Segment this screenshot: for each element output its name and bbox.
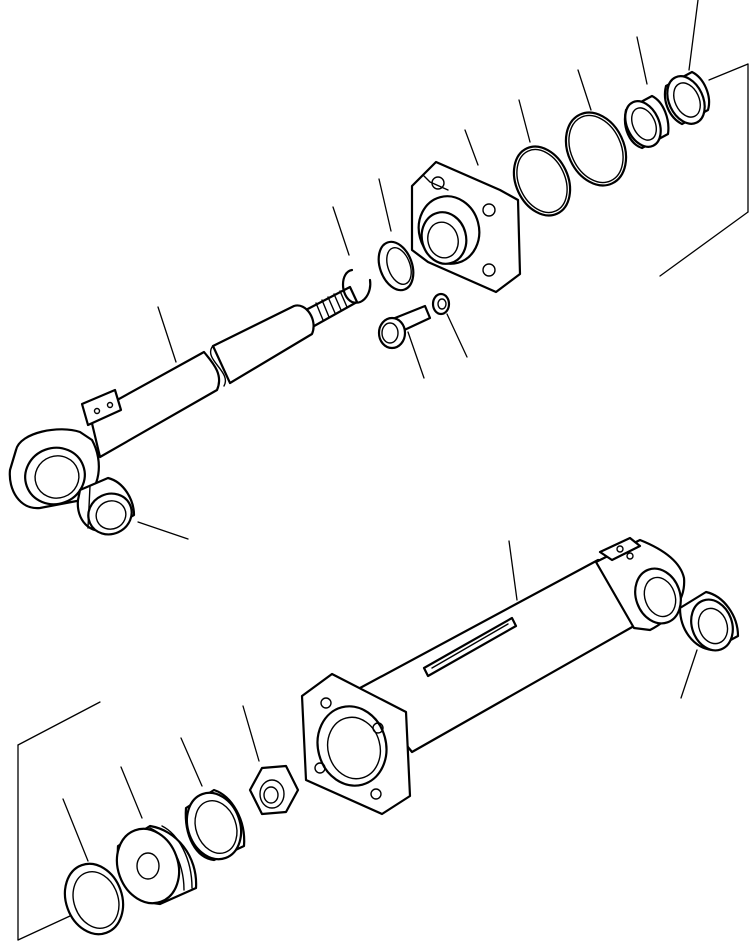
tube-flange-hole-2 — [372, 722, 384, 734]
tube-clevis-eye — [634, 567, 682, 625]
leader-dust-seal — [688, 0, 699, 71]
dust-seal-face — [666, 75, 706, 125]
dust-seal-bore — [673, 82, 701, 118]
o-ring-small — [512, 145, 572, 217]
o-ring-large — [564, 111, 628, 187]
tube-clevis-plate — [598, 536, 642, 562]
bracket-head-top — [708, 63, 749, 81]
head-bolt-hole-1 — [431, 176, 445, 190]
tube-clevis-bore — [643, 576, 677, 618]
rod-lower-section — [88, 350, 221, 459]
snap-ring-arc — [341, 268, 372, 304]
snap-ring — [341, 268, 372, 304]
rod-bracket-hole-2 — [106, 401, 114, 409]
washer-outer — [431, 292, 451, 316]
bracket-piston-top — [17, 701, 101, 746]
leader-piston-rod — [157, 306, 177, 363]
head-bushing-bore — [631, 107, 657, 141]
rod-eye-bushing — [76, 476, 136, 536]
washer-inner — [437, 298, 447, 310]
bolt-head-face — [381, 322, 399, 344]
leader-rod-seal — [378, 178, 392, 232]
bushing-groove — [87, 485, 91, 529]
tube-nameplate-line — [431, 623, 509, 669]
rod-thread-marks — [315, 290, 348, 321]
bracket-piston-bottom — [17, 915, 71, 941]
piston — [115, 824, 198, 906]
cylinder-head — [410, 160, 522, 294]
tube-flange-bore — [316, 705, 388, 787]
leader-rod-eye-bushing — [137, 521, 189, 540]
leader-cylinder-tube — [508, 540, 518, 601]
rod-bracket-hole-1 — [93, 407, 101, 415]
leader-piston-seal — [62, 798, 89, 862]
nut-face — [259, 779, 285, 809]
o-ring-large-outer — [564, 111, 628, 187]
head-bushing — [623, 94, 670, 150]
rod-upper-section — [211, 304, 315, 385]
rod-break-line-1 — [209, 346, 227, 387]
rod-eye-inner — [34, 455, 80, 499]
piston-face — [115, 827, 181, 905]
wear-ring — [184, 788, 246, 862]
tube-clevis-hole-1 — [616, 545, 624, 553]
bracket-head-bottom — [659, 211, 749, 277]
rod-seal-inner — [386, 247, 412, 285]
leader-bolt — [407, 331, 425, 379]
leader-snap-ring — [332, 206, 350, 256]
piston-bore — [136, 852, 160, 880]
cylinder-tube — [300, 536, 686, 816]
head-bolt-hole-3 — [482, 263, 496, 277]
piston-seal-inner — [72, 871, 120, 929]
bushing-bore — [95, 500, 127, 530]
dust-seal — [663, 70, 711, 126]
nut-thread — [263, 786, 279, 804]
rod-bracket-plate — [80, 388, 123, 427]
lock-washer — [431, 292, 451, 316]
tube-bushing-bore — [697, 607, 729, 645]
head-bushing-face — [624, 100, 662, 148]
leader-lines — [62, 0, 699, 862]
leader-tube-bushing — [680, 649, 698, 699]
leader-nut — [242, 705, 260, 762]
head-bore-inner — [427, 221, 459, 259]
nut-hex — [248, 764, 300, 816]
o-ring-small-inner — [516, 148, 568, 214]
leader-lock-washer — [446, 313, 468, 358]
tube-flange-bore-inner — [326, 716, 382, 780]
piston-seal — [63, 862, 125, 936]
leader-wear-ring — [180, 737, 203, 787]
tube-clevis-hole-2 — [626, 552, 634, 560]
bolt — [377, 304, 432, 350]
leader-o-ring-small — [518, 99, 531, 143]
o-ring-small-outer — [512, 145, 572, 217]
tube-flange-hole-3 — [314, 762, 326, 774]
wear-ring-face — [185, 791, 243, 861]
leader-o-ring-large — [577, 69, 592, 111]
tube-flange-hole-1 — [320, 697, 332, 709]
bolt-head — [377, 316, 407, 350]
rod-seal — [377, 240, 415, 292]
head-bolt-hole-2 — [482, 203, 496, 217]
group-brackets — [17, 63, 749, 941]
leader-cylinder-head — [464, 129, 479, 166]
leader-piston — [120, 766, 143, 819]
nut — [248, 764, 300, 816]
piston-rod — [8, 285, 359, 510]
wear-ring-bore — [194, 800, 238, 854]
piston-groove-2 — [161, 825, 193, 889]
leader-head-bushing — [636, 36, 648, 85]
tube-bushing — [678, 590, 740, 652]
o-ring-large-inner — [568, 114, 624, 184]
tube-flange-hole-4 — [370, 788, 382, 800]
